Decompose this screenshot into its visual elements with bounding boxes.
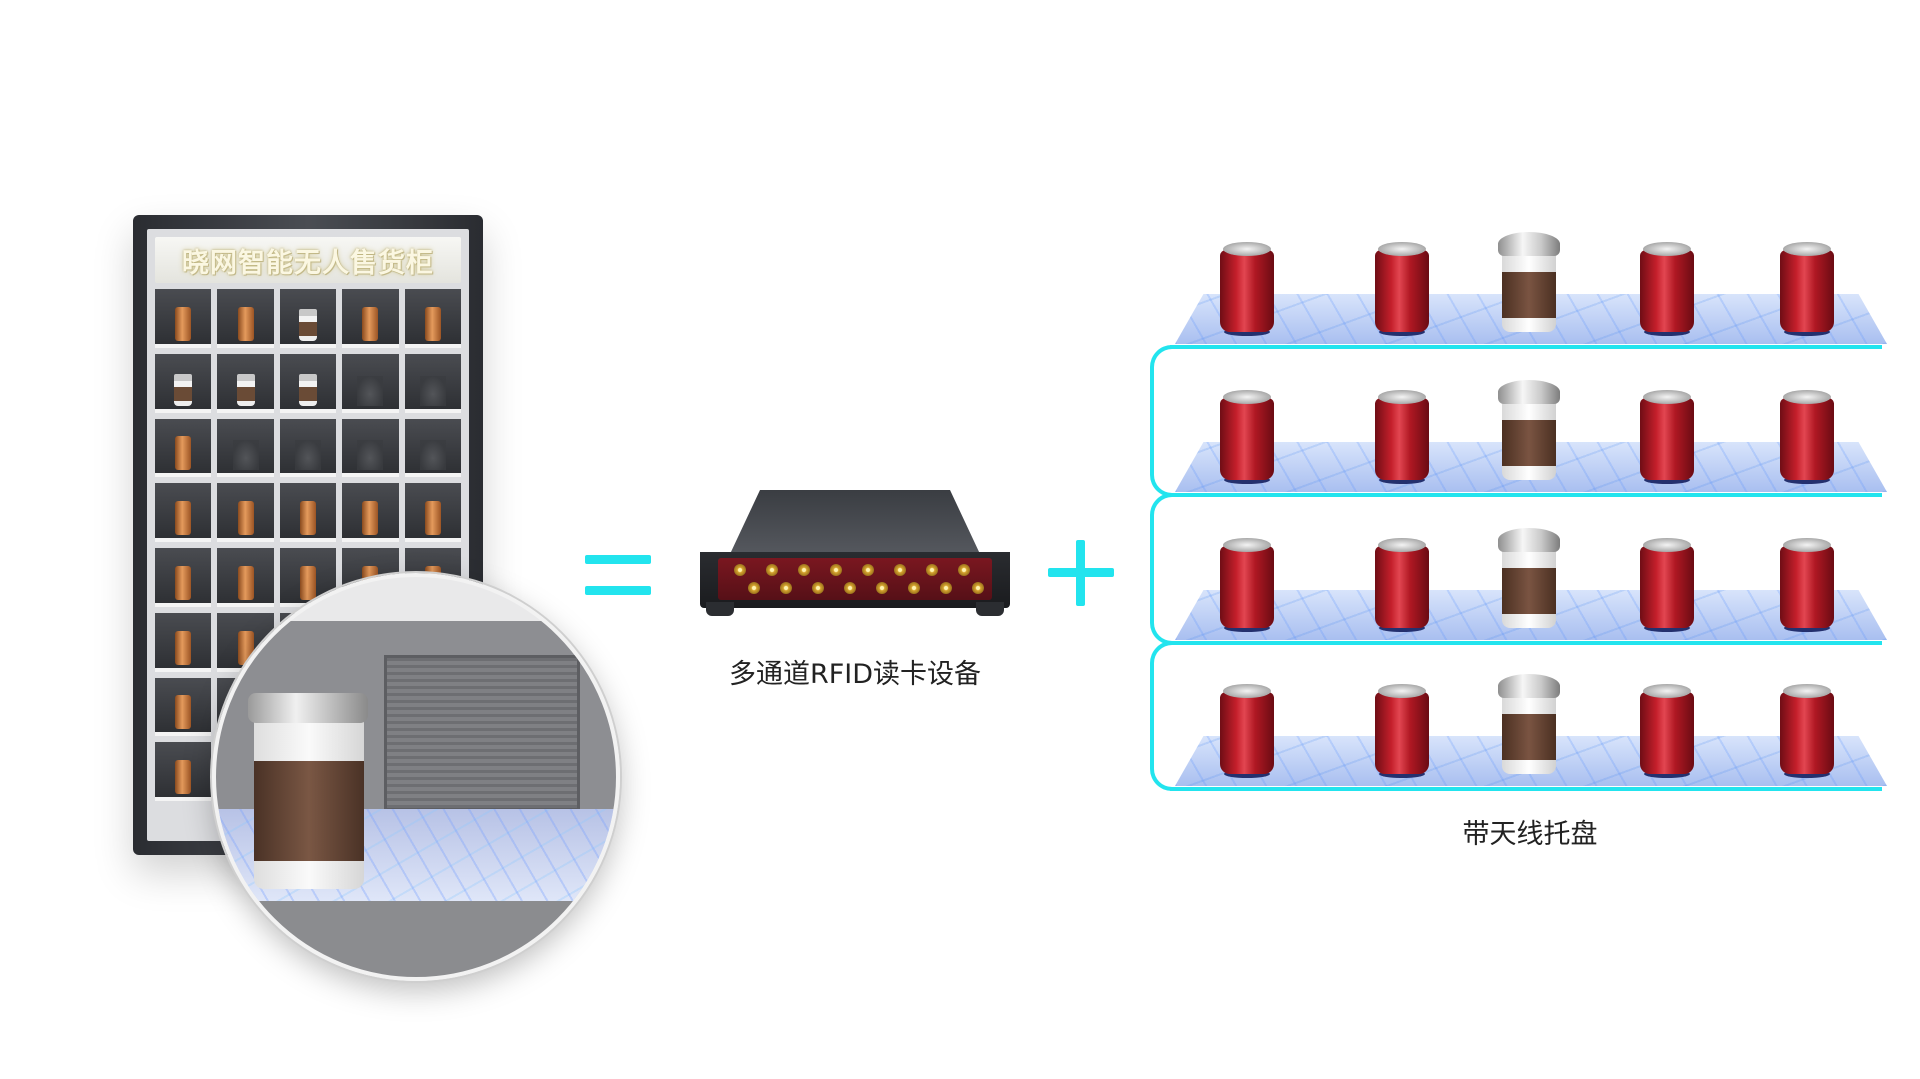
shelf-rail (1170, 493, 1882, 497)
can-icon (299, 565, 316, 600)
reader-top (730, 490, 980, 554)
cabinet-slot (279, 483, 337, 542)
cabinet-slot (342, 418, 399, 478)
mount-bracket (976, 602, 1004, 616)
empty-slot (357, 375, 384, 406)
cabinet-slot (279, 289, 337, 348)
cup-lid (248, 693, 368, 723)
can-icon (175, 630, 192, 665)
cabinet-slot (155, 353, 212, 413)
cabinet-slot (217, 418, 274, 478)
can-icon (175, 760, 192, 794)
cabinet-slot (155, 483, 212, 542)
antenna-port (844, 582, 856, 594)
shelf-rail (1170, 345, 1882, 349)
empty-slot (294, 440, 321, 471)
shelf-bracket (1150, 493, 1180, 645)
can-icon (237, 501, 254, 535)
can-icon (175, 695, 192, 730)
reader-front (700, 552, 1010, 608)
shelf-rail (1170, 787, 1882, 791)
antenna-port (862, 564, 874, 576)
shelves-label: 带天线托盘 (1462, 819, 1598, 850)
can-icon (175, 565, 192, 600)
cup-icon (236, 373, 255, 406)
antenna-port (734, 564, 746, 576)
can-icon (175, 436, 192, 471)
cabinet-slot (404, 289, 461, 348)
cabinet-slot (217, 548, 274, 607)
antenna-port (876, 582, 888, 594)
antenna-port-panel (718, 558, 992, 600)
shelf-bracket (1150, 345, 1180, 497)
cabinet-slot (404, 418, 461, 478)
cabinet-slot (155, 289, 212, 348)
cup-icon (174, 373, 193, 406)
antenna-port (972, 582, 984, 594)
can-icon (424, 501, 441, 535)
cabinet-slot (217, 353, 274, 413)
antenna-port (958, 564, 970, 576)
can-icon (175, 501, 192, 535)
shelf-rail (1170, 641, 1882, 645)
antenna-panel (384, 655, 580, 811)
cup-icon (298, 308, 317, 341)
cabinet-slot (342, 483, 399, 542)
can-icon (424, 306, 441, 341)
antenna-port (748, 582, 760, 594)
antenna-port (766, 564, 778, 576)
cabinet-slot (279, 353, 337, 413)
empty-slot (357, 440, 384, 471)
can-icon (299, 501, 316, 535)
cup-icon (298, 373, 317, 406)
reader-label: 多通道RFID读卡设备 (728, 659, 982, 690)
rfid-reader-device (700, 490, 1010, 640)
can-icon (175, 306, 192, 341)
cabinet-sign: 晓网智能无人售货柜 (155, 237, 461, 283)
antenna-port (926, 564, 938, 576)
antenna-port (908, 582, 920, 594)
antenna-port (894, 564, 906, 576)
empty-slot (419, 440, 446, 471)
magnifier-circle (212, 573, 620, 981)
cabinet-slot (155, 612, 212, 672)
antenna-port (812, 582, 824, 594)
antenna-port (798, 564, 810, 576)
cabinet-slot (217, 483, 274, 542)
cabinet-slot (155, 548, 212, 607)
cup-sleeve (254, 761, 364, 861)
can-icon (237, 630, 254, 665)
cabinet-slot (217, 289, 274, 348)
can-icon (362, 306, 379, 341)
plus-icon (1048, 540, 1114, 606)
cabinet-slot (155, 742, 212, 801)
cabinet-slot (404, 353, 461, 413)
cabinet-slot (155, 677, 212, 737)
can-icon (362, 501, 379, 535)
shelf-bracket (1150, 641, 1180, 791)
cabinet-slot (404, 483, 461, 542)
cabinet-slot (342, 289, 399, 348)
mount-bracket (706, 602, 734, 616)
cabinet-slot (342, 353, 399, 413)
cabinet-slot (155, 418, 212, 478)
empty-slot (419, 375, 446, 406)
can-icon (237, 306, 254, 341)
can-icon (237, 565, 254, 600)
antenna-port (830, 564, 842, 576)
equals-icon (585, 553, 651, 597)
cabinet-slot (279, 418, 337, 478)
antenna-port (940, 582, 952, 594)
empty-slot (232, 440, 259, 471)
antenna-port (780, 582, 792, 594)
